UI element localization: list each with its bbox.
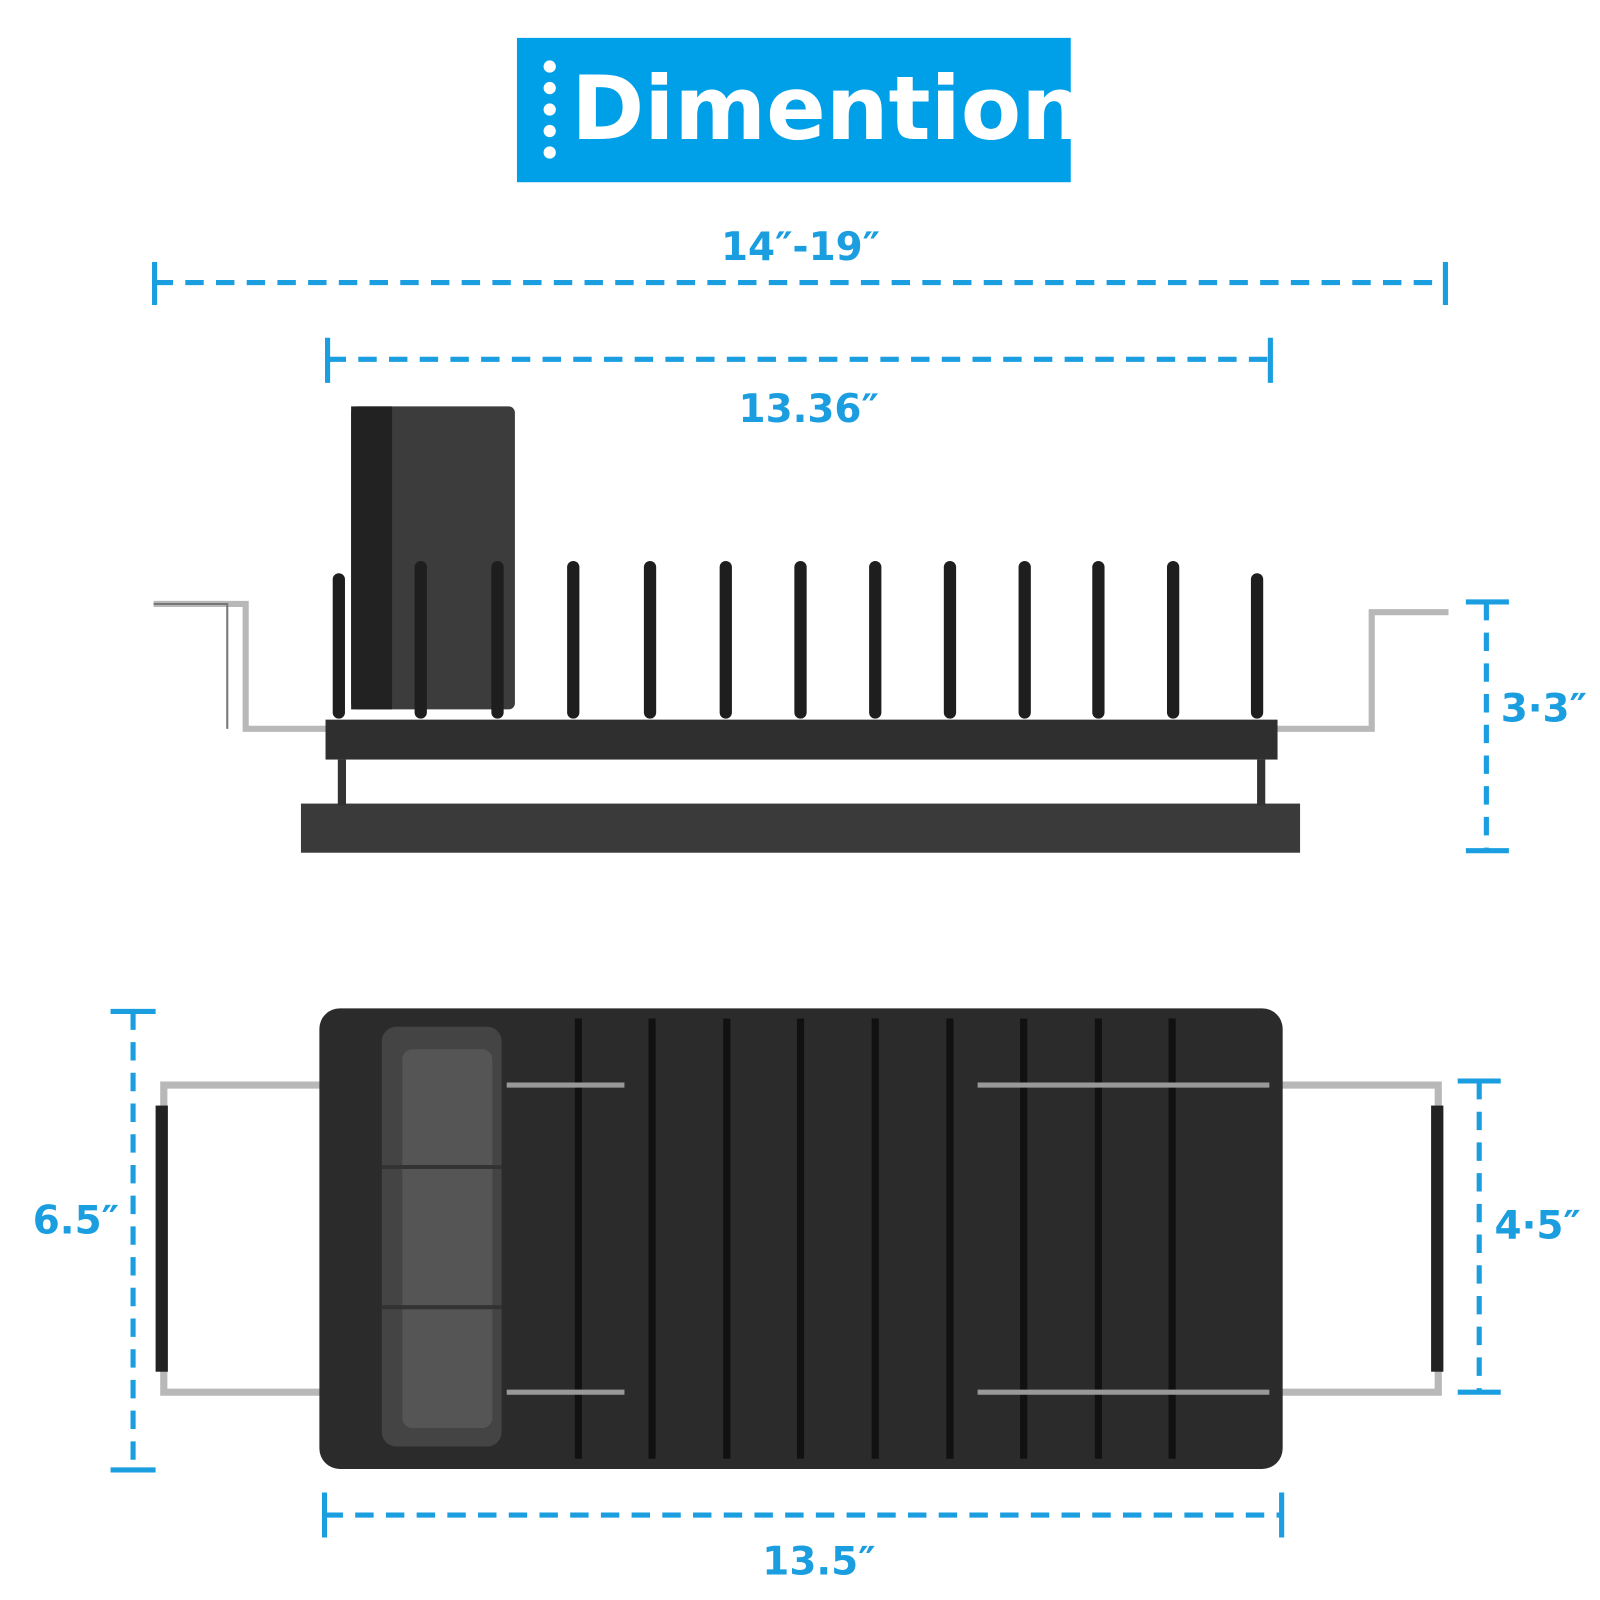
dim-tray-depth: 6.5″ [33,1008,156,1473]
utensil-holder [351,406,515,710]
svg-text:6.5″: 6.5″ [33,1199,119,1244]
dots-icon [543,60,556,159]
rack-wires [574,1018,1176,1459]
svg-text:4·5″: 4·5″ [1495,1204,1581,1249]
svg-text:13.36″: 13.36″ [739,387,879,432]
dim-extended-width: 14″-19″ [152,225,1448,306]
svg-text:14″-19″: 14″-19″ [721,225,880,270]
page-title: Dimention [571,57,1084,160]
dim-height: 3·3″ [1465,599,1587,854]
dim-rack-width: 13.36″ [325,337,1273,432]
rack-side-view [153,406,1449,853]
svg-text:3·3″: 3·3″ [1501,687,1587,732]
dim-inner-depth: 4·5″ [1457,1078,1581,1395]
rack-pegs [332,560,1264,719]
rack-top-view [155,1008,1444,1469]
dim-tray-length: 13.5″ [321,1492,1285,1584]
svg-text:13.5″: 13.5″ [762,1539,875,1584]
title-banner: Dimention [516,37,1084,183]
utensil-cup [381,1026,502,1447]
